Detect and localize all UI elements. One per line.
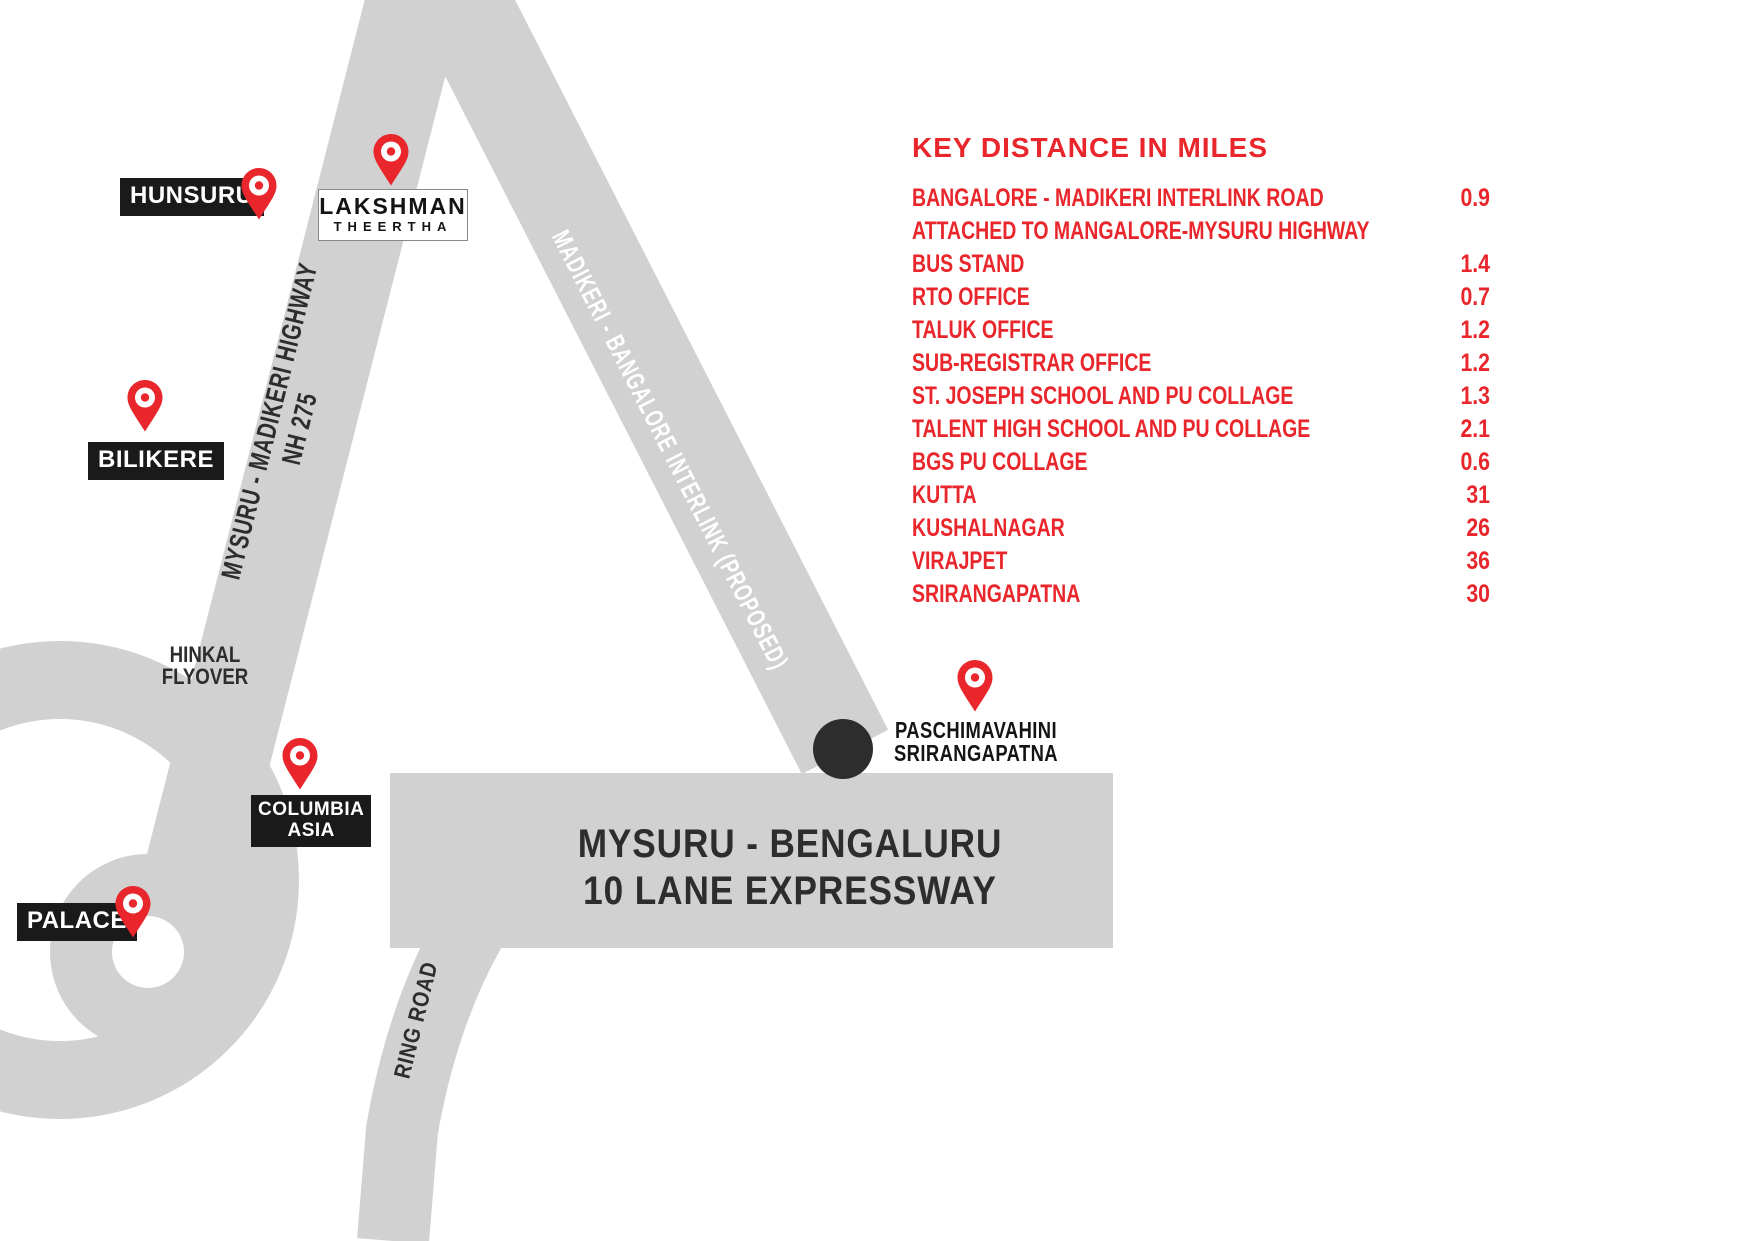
location-pin-icon xyxy=(115,886,151,938)
lakshman-theertha-pin xyxy=(371,132,411,188)
distance-row: KUSHALNAGAR 26 xyxy=(912,512,1490,545)
palace-label-text: PALACE xyxy=(27,907,127,934)
location-pin-icon xyxy=(373,134,409,186)
distance-row: RTO OFFICE 0.7 xyxy=(912,281,1490,314)
distance-value: 1.3 xyxy=(1460,382,1490,410)
distance-label: KUSHALNAGAR xyxy=(912,514,1065,542)
distance-value: 36 xyxy=(1466,547,1490,575)
distance-label: BUS STAND xyxy=(912,250,1025,278)
expressway-label-line1: MYSURU - BENGALURU xyxy=(577,822,1003,866)
distance-label: TALENT HIGH SCHOOL AND PU COLLAGE xyxy=(912,415,1311,443)
interlink-road xyxy=(406,0,889,775)
key-distance-title: KEY DISTANCE IN MILES xyxy=(912,132,1269,163)
expressway-road xyxy=(390,773,1113,948)
distance-value: 30 xyxy=(1466,580,1490,608)
columbia-asia-pin xyxy=(280,736,320,792)
ring-junction-road xyxy=(0,641,299,1119)
distance-value: 26 xyxy=(1466,514,1490,542)
distance-row: BANGALORE - MADIKERI INTERLINK ROAD ATTA… xyxy=(912,182,1490,248)
lakshman-theertha-line1: LAKSHMAN xyxy=(319,193,467,219)
paschimavahini-line1: PASCHIMAVAHINI xyxy=(894,717,1057,743)
columbia-asia-line1: COLUMBIA xyxy=(258,799,365,820)
hinkal-flyover-line2: FLYOVER xyxy=(161,664,249,689)
distance-value: 1.2 xyxy=(1460,349,1490,377)
location-pin-icon xyxy=(282,738,318,790)
lakshman-theertha-label: LAKSHMAN THEERTHA xyxy=(318,189,468,241)
bilikere-label-text: BILIKERE xyxy=(98,446,215,473)
distance-value: 31 xyxy=(1466,481,1490,509)
distance-label: VIRAJPET xyxy=(912,547,1008,575)
hunsuru-label-text: HUNSURU xyxy=(130,182,254,209)
expressway-label-line2: 10 LANE EXPRESSWAY xyxy=(583,869,997,913)
distance-row: SRIRANGAPATNA 30 xyxy=(912,578,1490,611)
paschimavahini-line2: SRIRANGAPATNA xyxy=(894,740,1058,766)
distance-label-line2: ATTACHED TO MANGALORE-MYSURU HIGHWAY xyxy=(912,217,1370,245)
distance-row: BGS PU COLLAGE 0.6 xyxy=(912,446,1490,479)
key-distance-panel: KEY DISTANCE IN MILES BANGALORE - MADIKE… xyxy=(912,132,1490,611)
distance-label: SRIRANGAPATNA xyxy=(912,580,1081,608)
distance-row: ST. JOSEPH SCHOOL AND PU COLLAGE 1.3 xyxy=(912,380,1490,413)
distance-label: KUTTA xyxy=(912,481,977,509)
columbia-asia-label: COLUMBIA ASIA xyxy=(251,795,372,847)
distance-value: 0.6 xyxy=(1460,448,1490,476)
distance-value: 0.9 xyxy=(1460,184,1490,212)
palace-pin xyxy=(113,884,153,940)
distance-label: BANGALORE - MADIKERI INTERLINK ROAD xyxy=(912,184,1324,212)
distance-label: ST. JOSEPH SCHOOL AND PU COLLAGE xyxy=(912,382,1294,410)
location-pin-icon xyxy=(127,380,163,432)
distance-value: 0.7 xyxy=(1460,283,1490,311)
bilikere-pin xyxy=(125,378,165,434)
distance-value: 1.4 xyxy=(1460,250,1490,278)
distance-value: 2.1 xyxy=(1460,415,1490,443)
hunsuru-pin xyxy=(239,166,279,222)
distance-label: TALUK OFFICE xyxy=(912,316,1054,344)
columbia-asia-line2: ASIA xyxy=(287,820,335,841)
lakshman-theertha-line2: THEERTHA xyxy=(333,219,453,234)
paschimavahini-label: PASCHIMAVAHINI SRIRANGAPATNA xyxy=(894,719,1058,765)
paschimavahini-pin xyxy=(955,658,995,714)
location-pin-icon xyxy=(957,660,993,712)
distance-row: VIRAJPET 36 xyxy=(912,545,1490,578)
hinkal-flyover-label: HINKAL FLYOVER xyxy=(162,644,249,688)
distance-row: BUS STAND 1.4 xyxy=(912,248,1490,281)
junction-dot xyxy=(813,719,873,779)
ring-road xyxy=(357,912,502,1241)
distance-label: RTO OFFICE xyxy=(912,283,1030,311)
distance-row: KUTTA 31 xyxy=(912,479,1490,512)
bilikere-label: BILIKERE xyxy=(88,442,225,480)
distance-label: SUB-REGISTRAR OFFICE xyxy=(912,349,1152,377)
distance-row: TALUK OFFICE 1.2 xyxy=(912,314,1490,347)
expressway-label: MYSURU - BENGALURU 10 LANE EXPRESSWAY xyxy=(578,821,1003,915)
distance-row: SUB-REGISTRAR OFFICE 1.2 xyxy=(912,347,1490,380)
hunsuru-label: HUNSURU xyxy=(120,178,264,216)
distance-label: BGS PU COLLAGE xyxy=(912,448,1088,476)
hinkal-flyover-line1: HINKAL xyxy=(169,642,241,667)
madikeri-highway-road xyxy=(123,0,465,972)
distance-value: 1.2 xyxy=(1460,316,1490,344)
distance-row: TALENT HIGH SCHOOL AND PU COLLAGE 2.1 xyxy=(912,413,1490,446)
location-pin-icon xyxy=(241,168,277,220)
